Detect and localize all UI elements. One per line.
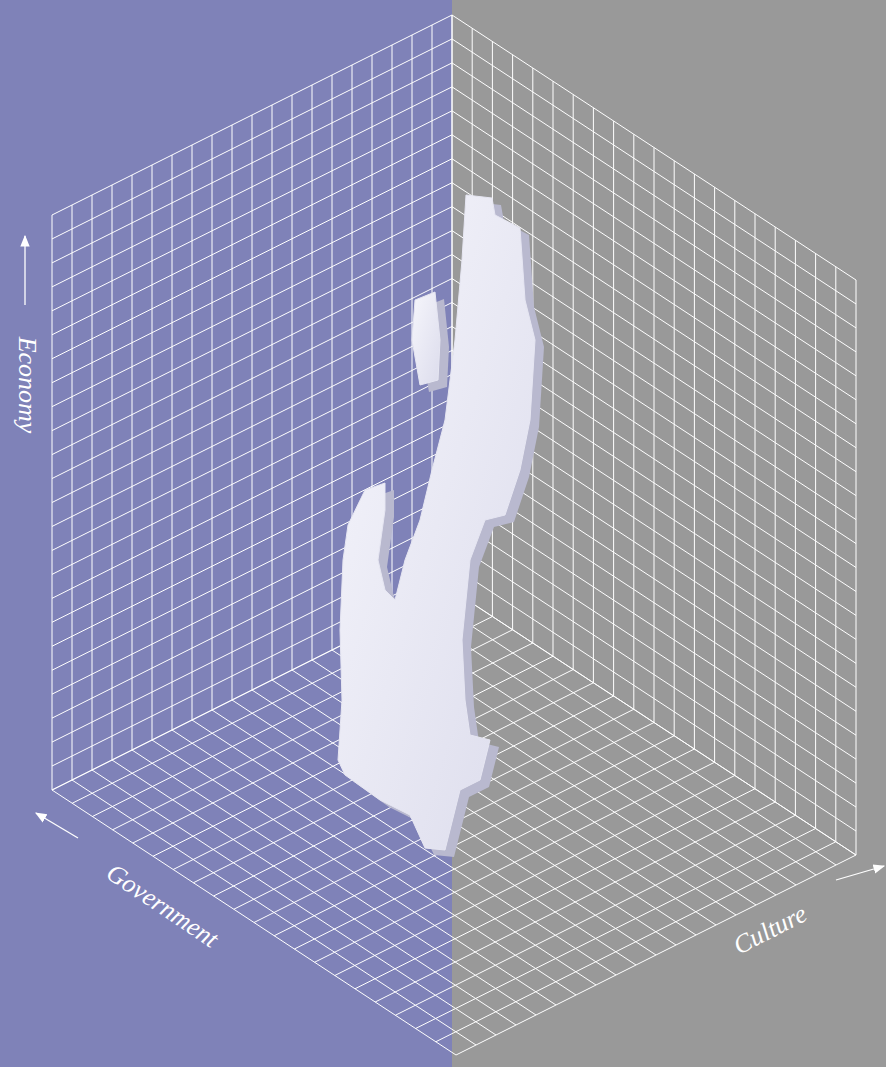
- grid-line: [52, 87, 452, 287]
- grid-line: [52, 183, 452, 383]
- grid-line: [52, 279, 452, 479]
- grid-line: [456, 855, 856, 1055]
- extruded-shape: [338, 195, 544, 857]
- grid-line: [52, 255, 452, 455]
- right-ground: [452, 0, 886, 1067]
- axis-label: Economy: [14, 337, 40, 434]
- grid-line: [52, 374, 452, 574]
- axis-arrows: [25, 236, 884, 880]
- grid-line: [416, 829, 816, 1029]
- grid-line: [52, 303, 452, 503]
- grid: [52, 15, 856, 1055]
- grid-line: [436, 842, 836, 1042]
- grid-line: [452, 494, 856, 759]
- grid-line: [52, 135, 452, 335]
- grid-line: [52, 111, 452, 311]
- grid-line: [452, 518, 856, 783]
- grid-line: [52, 207, 452, 407]
- grid-line: [52, 159, 452, 359]
- grid-line: [52, 15, 452, 215]
- grid-line: [52, 231, 452, 431]
- grid-line: [52, 63, 452, 263]
- grid-line: [52, 39, 452, 239]
- grid-line: [452, 542, 856, 807]
